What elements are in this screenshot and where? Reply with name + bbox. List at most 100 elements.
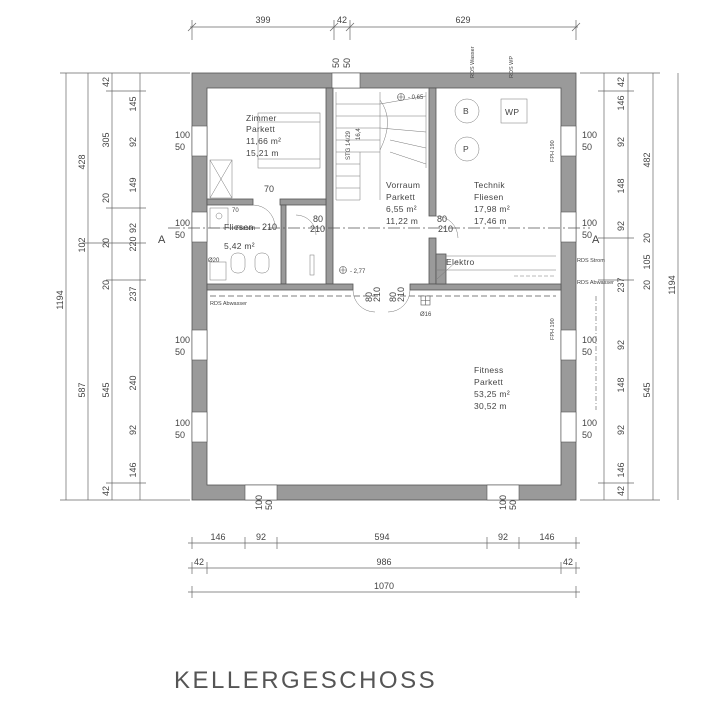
dim-left-42a: 42 [101,77,111,87]
win-right-3a: 100 [582,335,597,345]
dim-right-42b: 42 [616,486,626,496]
equip-heatpump: WP [505,107,519,117]
dim-left-220: 220 [128,236,138,251]
dim-top-right: 629 [455,15,470,25]
win-bottom-1a: 100 [254,495,264,510]
zimmer-area: 11,66 m² [246,136,281,146]
bad-floor-label: Fliesen [224,222,254,232]
win-left-1a: 100 [175,130,190,140]
dim-left-92c: 92 [128,425,138,435]
dim-right-20a: 20 [642,233,652,243]
door-fitness-b: 210 [372,287,382,302]
dim-top-window-b: 50 [342,58,352,68]
right-dimension-lines: 42 146 92 148 92 237 92 148 92 146 42 48… [580,72,679,501]
win-left-4b: 50 [175,430,185,440]
dim-bottom-146b: 146 [539,532,554,542]
dim-bottom-92a: 92 [256,532,266,542]
dim-left-305: 305 [101,132,111,147]
bad-drain: Ø20 [208,258,220,264]
win-right-4a: 100 [582,418,597,428]
dim-left-240: 240 [128,375,138,390]
zimmer-perimeter: 15,21 m [246,148,279,158]
dim-left-146: 146 [128,462,138,477]
equip-boiler: B [463,106,469,116]
level-stair-top: - 0,65 [408,95,424,101]
dim-left-145: 145 [128,96,138,111]
dim-top-mid: 42 [337,15,347,25]
win-bottom-1b: 50 [264,500,274,510]
stair-height: 16,4 [356,128,362,140]
dim-left-92b: 92 [128,223,138,233]
win-right-1a: 100 [582,130,597,140]
bad-floor: Fliesen [236,226,255,232]
vorraum-floor: Parkett [386,192,415,202]
dim-left-237: 237 [128,286,138,301]
staircase: STG 14/29 16,4 - 0,65 [335,92,427,201]
win-left-3a: 100 [175,335,190,345]
dim-right-146b: 146 [616,462,626,477]
stair-label: STG 14/29 [346,130,352,160]
dim-left-42b: 42 [101,486,111,496]
dim-bottom-986: 986 [376,557,391,567]
win-bottom-2a: 100 [498,495,508,510]
technik-floor: Fliesen [474,192,504,202]
dim-top-left: 399 [255,15,270,25]
win-left-4a: 100 [175,418,190,428]
level-floor: - 2,77 [350,269,366,275]
pipe-rds-strom: RDS Strom [577,258,605,264]
dim-right-545: 545 [642,382,652,397]
dim-left-102: 102 [77,237,87,252]
dim-bottom-92b: 92 [498,532,508,542]
vorraum-name: Vorraum [386,180,420,190]
technik-perimeter: 17,46 m [474,216,507,226]
dim-right-20b: 20 [642,280,652,290]
elektro-label: Elektro [446,257,475,267]
top-dimension-line: 399 42 629 50 50 [187,15,581,68]
room-technik: B P WP Technik Fliesen 17,98 m² 17,46 m … [436,46,614,286]
door-fitness-c: 80 [388,292,398,302]
room-zimmer: Zimmer Parkett 11,66 m² 15,21 m [209,112,321,199]
section-line: A A [158,227,600,246]
room-bad: 70 Fliesen Fliesen 5,42 m² Ø20 70 210 [208,184,277,281]
door-technik-b: 210 [438,224,453,234]
equip-pump: P [463,144,469,154]
dim-right-148a: 148 [616,178,626,193]
dim-right-42a: 42 [616,77,626,87]
bottom-dimension-lines: 100 50 100 50 146 92 594 92 146 42 986 4… [188,495,580,598]
pipe-rds-wasser: RDS Wasser [470,46,476,78]
win-left-2a: 100 [175,218,190,228]
zimmer-floor: Parkett [246,124,275,134]
dim-right-105: 105 [642,254,652,269]
dim-right-92a: 92 [616,137,626,147]
fitness-perimeter: 30,52 m [474,401,507,411]
vorraum-perimeter: 11,22 m [386,216,418,226]
win-left-2b: 50 [175,230,185,240]
fitness-name: Fitness [474,365,504,375]
dim-top-window-a: 50 [331,58,341,68]
dim-left-149: 149 [128,177,138,192]
win-left-3b: 50 [175,347,185,357]
door-vorraum-b: 210 [310,224,325,234]
dim-left-total: 1194 [55,290,65,309]
dim-right-92c: 92 [616,340,626,350]
technik-name: Technik [474,180,505,190]
fitness-area: 53,25 m² [474,389,510,399]
vorraum-area: 6,55 m² [386,204,417,214]
dim-left-587: 587 [77,382,87,397]
interior-walls [206,87,562,291]
bad-area: 5,42 m² [224,241,255,251]
dim-left-20c: 20 [101,280,111,290]
room-vorraum: 80 210 Vorraum Parkett 6,55 m² 11,22 m 8… [295,180,459,276]
dim-bottom-42a: 42 [194,557,204,567]
dim-right-237: 237 [616,277,626,292]
door-vorraum-a: 80 [313,214,323,224]
dim-right-total: 1194 [667,275,677,294]
fitness-floor: Parkett [474,377,503,387]
win-bottom-2b: 50 [508,500,518,510]
left-dimension-lines: 1194 428 102 587 42 305 20 20 20 545 42 … [55,72,190,501]
door-zimmer-a: 70 [264,184,274,194]
dim-right-148b: 148 [616,377,626,392]
technik-area: 17,98 m² [474,204,510,214]
win-right-1b: 50 [582,142,592,152]
pipe-rds-abwasser-right: RDS Abwasser [577,280,614,286]
